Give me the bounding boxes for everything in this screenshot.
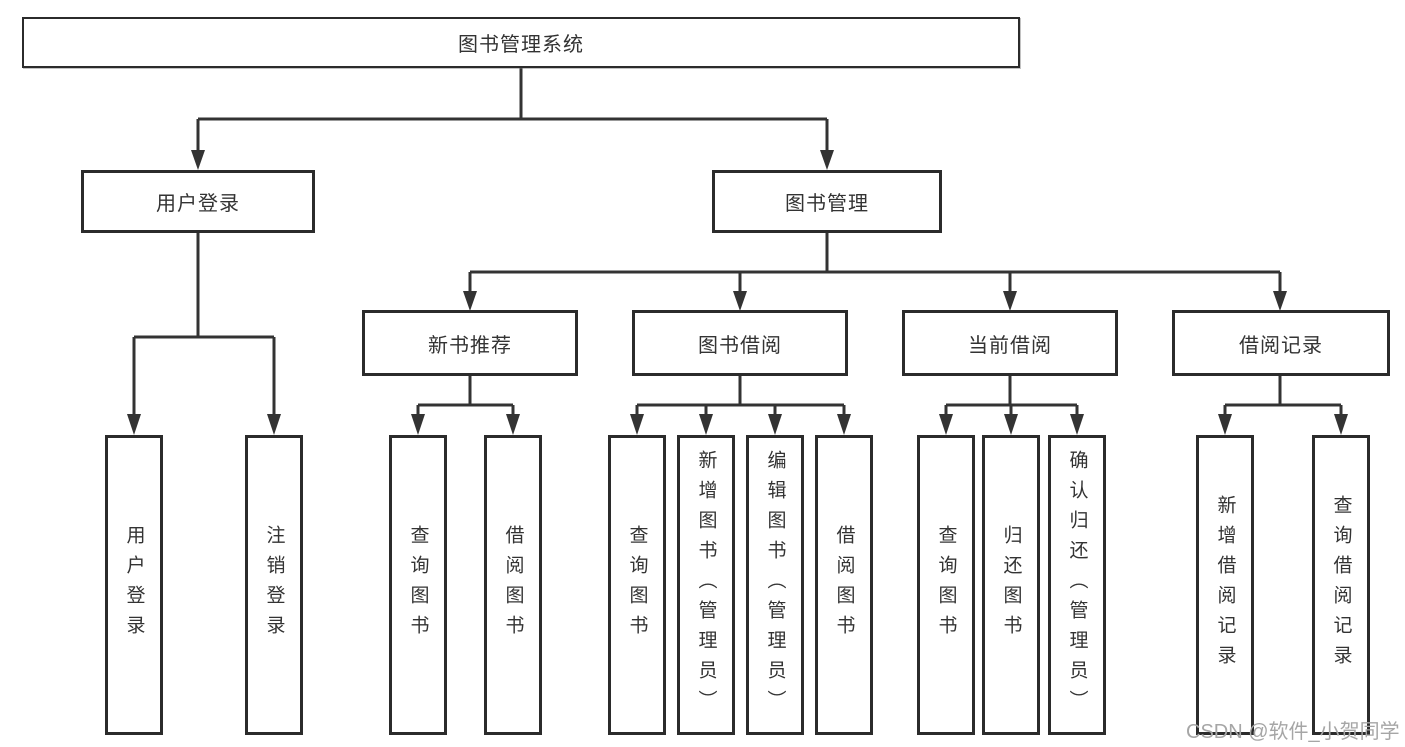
connector-bookmgmt-to-level3 [468, 233, 1282, 291]
node-borrow-records: 借阅记录 [1172, 310, 1390, 376]
connector-root-to-level2 [196, 68, 829, 150]
node-current-borrow: 当前借阅 [902, 310, 1118, 376]
arrow-down-icon [630, 414, 644, 435]
arrow-down-icon [1070, 414, 1084, 435]
leaf-user-login-label: 用户登录 [123, 525, 145, 645]
leaf-logout-label: 注销登录 [263, 525, 285, 645]
node-user-login: 用户登录 [81, 170, 315, 233]
arrow-down-icon [267, 414, 281, 435]
arrow-down-icon [1218, 414, 1232, 435]
leaf-records-query-record-label: 查询借阅记录 [1330, 495, 1352, 675]
node-new-book-recommend: 新书推荐 [362, 310, 578, 376]
arrow-down-icon [1004, 414, 1018, 435]
leaf-user-login: 用户登录 [105, 435, 163, 735]
node-book-management: 图书管理 [712, 170, 942, 233]
node-book-management-label: 图书管理 [785, 193, 869, 215]
leaf-borrow-add-book-label: 新增图书（管理员） [695, 450, 717, 720]
leaf-borrow-borrow-book: 借阅图书 [815, 435, 873, 735]
leaf-borrow-add-book: 新增图书（管理员） [677, 435, 735, 735]
connector-borrow-to-leaves [635, 376, 846, 414]
leaf-borrow-edit-book-label: 编辑图书（管理员） [764, 450, 786, 720]
node-root: 图书管理系统 [22, 17, 1020, 68]
arrow-down-icon [1334, 414, 1348, 435]
leaf-logout: 注销登录 [245, 435, 303, 735]
connector-userlogin-to-leaves [132, 233, 276, 414]
node-current-borrow-label: 当前借阅 [968, 334, 1052, 357]
leaf-records-add-record: 新增借阅记录 [1196, 435, 1254, 735]
node-new-book-recommend-label: 新书推荐 [428, 334, 512, 357]
node-book-borrow-label: 图书借阅 [698, 334, 782, 357]
arrow-down-icon [939, 414, 953, 435]
leaf-recommend-query-book: 查询图书 [389, 435, 447, 735]
arrow-down-icon [699, 414, 713, 435]
leaf-borrow-query-book: 查询图书 [608, 435, 666, 735]
leaf-current-query-book: 查询图书 [917, 435, 975, 735]
connector-current-to-leaves [944, 376, 1079, 414]
leaf-borrow-edit-book: 编辑图书（管理员） [746, 435, 804, 735]
csdn-watermark: CSDN @软件_小贺同学 [1186, 721, 1400, 743]
leaf-borrow-borrow-book-label: 借阅图书 [833, 525, 855, 645]
leaf-current-query-book-label: 查询图书 [935, 525, 957, 645]
connector-recommend-to-leaves [416, 376, 515, 414]
leaf-records-add-record-label: 新增借阅记录 [1214, 495, 1236, 675]
arrow-down-icon [837, 414, 851, 435]
node-borrow-records-label: 借阅记录 [1239, 334, 1323, 357]
leaf-recommend-borrow-book: 借阅图书 [484, 435, 542, 735]
arrow-down-icon [1273, 291, 1287, 311]
leaf-records-query-record: 查询借阅记录 [1312, 435, 1370, 735]
connector-records-to-leaves [1223, 376, 1343, 414]
leaf-current-return-book: 归还图书 [982, 435, 1040, 735]
leaf-current-confirm-return: 确认归还（管理员） [1048, 435, 1106, 735]
arrow-down-icon [820, 150, 834, 170]
arrow-down-icon [768, 414, 782, 435]
leaf-current-return-book-label: 归还图书 [1000, 525, 1022, 645]
node-user-login-label: 用户登录 [156, 193, 240, 215]
arrow-down-icon [463, 291, 477, 311]
leaf-recommend-borrow-book-label: 借阅图书 [502, 525, 524, 645]
arrow-down-icon [127, 414, 141, 435]
node-book-borrow: 图书借阅 [632, 310, 848, 376]
arrow-down-icon [506, 414, 520, 435]
arrow-down-icon [411, 414, 425, 435]
node-root-label: 图书管理系统 [458, 34, 584, 56]
arrow-down-icon [1003, 291, 1017, 311]
leaf-recommend-query-book-label: 查询图书 [407, 525, 429, 645]
leaf-current-confirm-return-label: 确认归还（管理员） [1066, 450, 1088, 720]
arrow-down-icon [191, 150, 205, 170]
leaf-borrow-query-book-label: 查询图书 [626, 525, 648, 645]
arrow-down-icon [733, 291, 747, 311]
